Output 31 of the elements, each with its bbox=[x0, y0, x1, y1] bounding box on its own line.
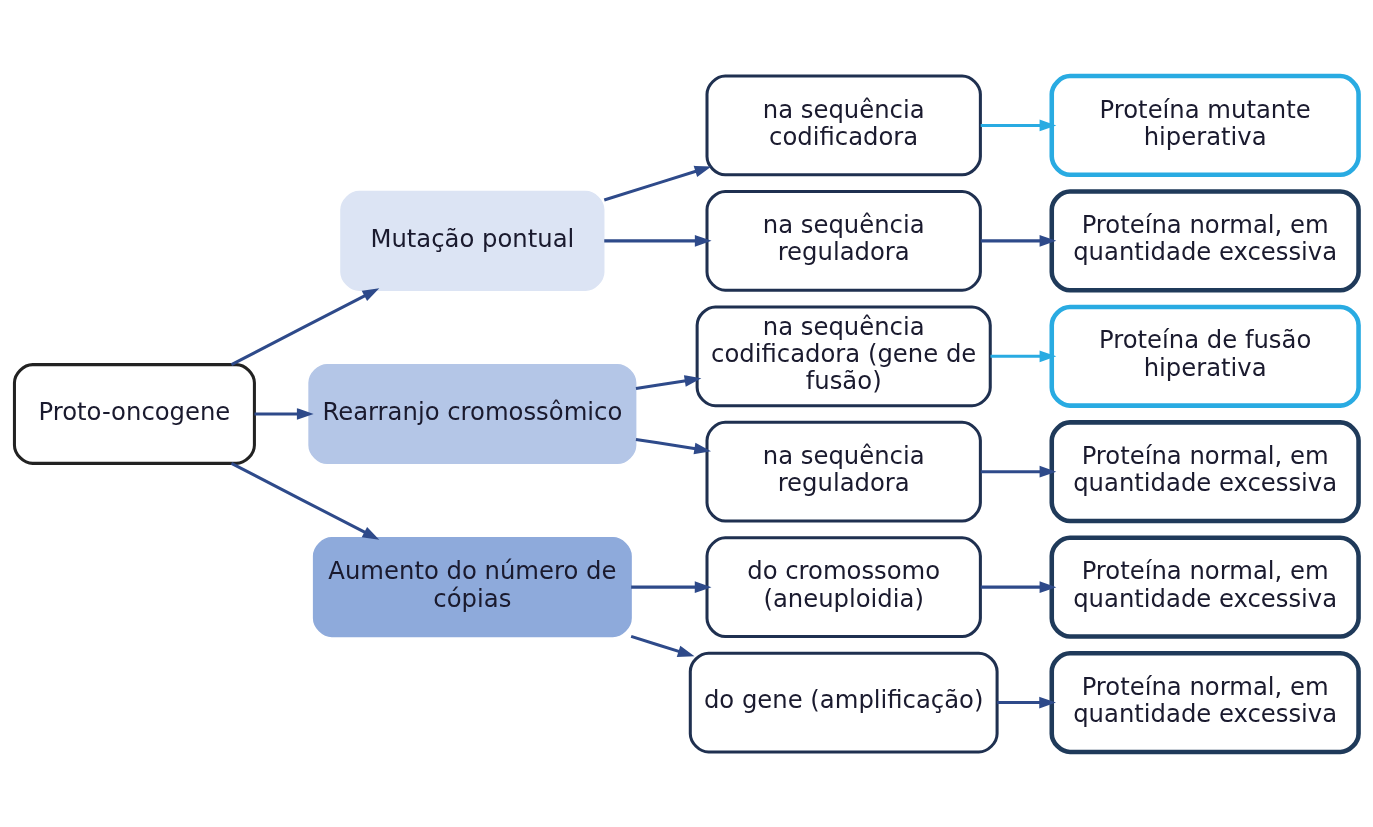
node-box: Proto-oncogene bbox=[12, 362, 256, 465]
arrow bbox=[603, 165, 712, 201]
node-box: Proteína normal, em quantidade excessiva bbox=[1049, 535, 1361, 639]
node-box: do gene (amplificação) bbox=[688, 651, 999, 753]
node-box: Proteína normal, em quantidade excessiva bbox=[1049, 188, 1361, 292]
arrow bbox=[230, 461, 380, 540]
arrow bbox=[630, 634, 695, 657]
arrow bbox=[631, 580, 712, 593]
node-box: Mutação pontual bbox=[340, 190, 605, 291]
arrow bbox=[230, 287, 380, 366]
node-box: do cromossomo (aneuploidia) bbox=[705, 535, 982, 638]
arrow bbox=[997, 696, 1056, 708]
arrow bbox=[635, 374, 702, 390]
arrow bbox=[980, 119, 1057, 131]
arrow bbox=[990, 349, 1057, 362]
arrow bbox=[980, 465, 1057, 478]
arrow bbox=[254, 407, 314, 420]
node-box: na sequência codificadora bbox=[705, 74, 982, 176]
arrow bbox=[980, 234, 1057, 247]
node-box: Proteína normal, em quantidade excessiva bbox=[1049, 650, 1361, 754]
node-box: Proteína normal, em quantidade excessiva bbox=[1049, 419, 1361, 523]
node-box: Proteína mutante hiperativa bbox=[1049, 73, 1361, 177]
node-box: Aumento do número de cópias bbox=[312, 536, 632, 637]
node-box: na sequência reguladora bbox=[705, 420, 982, 523]
node-box: Proteína de fusão hiperativa bbox=[1049, 304, 1361, 408]
node-box: na sequência reguladora bbox=[705, 189, 982, 292]
arrow bbox=[980, 580, 1057, 593]
arrow bbox=[635, 437, 712, 454]
arrow bbox=[604, 234, 712, 247]
node-box: Rearranjo cromossômico bbox=[308, 363, 637, 464]
node-box: na sequência codificadora (gene de fusão) bbox=[695, 304, 992, 407]
